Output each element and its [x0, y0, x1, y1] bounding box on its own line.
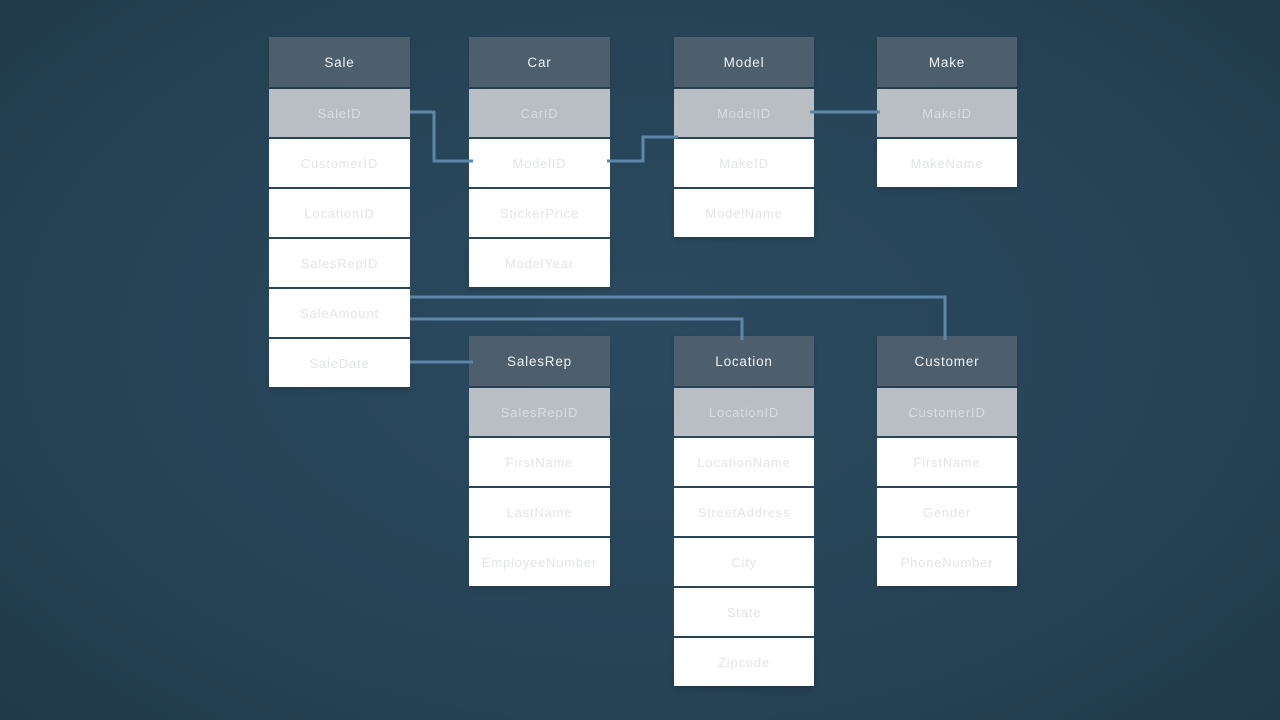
field-row-model-modelname: ModelName — [674, 189, 814, 237]
field-row-salesrep-employeenumber: EmployeeNumber — [469, 538, 610, 586]
field-row-location-locationname: LocationName — [674, 438, 814, 486]
field-row-location-state: State — [674, 588, 814, 636]
field-row-location-streetaddress: StreetAddress — [674, 488, 814, 536]
primary-key-row-car: CarID — [469, 89, 610, 137]
table-header-customer: Customer — [877, 336, 1017, 386]
field-row-sale-customerid: CustomerID — [269, 139, 410, 187]
field-row-salesrep-firstname: FirstName — [469, 438, 610, 486]
primary-key-row-customer: CustomerID — [877, 388, 1017, 436]
field-row-location-city: City — [674, 538, 814, 586]
field-row-location-zipcode: Zipcode — [674, 638, 814, 686]
primary-key-row-sale: SaleID — [269, 89, 410, 137]
table-header-salesrep: SalesRep — [469, 336, 610, 386]
table-header-location: Location — [674, 336, 814, 386]
connector-car-modelid-to-model-modelid — [607, 135, 678, 163]
field-row-sale-saleamount: SaleAmount — [269, 289, 410, 337]
table-header-sale: Sale — [269, 37, 410, 87]
primary-key-row-salesrep: SalesRepID — [469, 388, 610, 436]
primary-key-row-make: MakeID — [877, 89, 1017, 137]
field-row-model-makeid: MakeID — [674, 139, 814, 187]
field-row-sale-salesrepid: SalesRepID — [269, 239, 410, 287]
table-header-make: Make — [877, 37, 1017, 87]
field-row-sale-saledate: SaleDate — [269, 339, 410, 387]
field-row-salesrep-lastname: LastName — [469, 488, 610, 536]
field-row-car-stickerprice: StickerPrice — [469, 189, 610, 237]
primary-key-row-location: LocationID — [674, 388, 814, 436]
table-header-car: Car — [469, 37, 610, 87]
field-row-customer-phonenumber: PhoneNumber — [877, 538, 1017, 586]
field-row-car-modelyear: ModelYear — [469, 239, 610, 287]
table-header-model: Model — [674, 37, 814, 87]
connector-sale-customerid-to-customer — [410, 295, 947, 340]
field-row-sale-locationid: LocationID — [269, 189, 410, 237]
field-row-customer-gender: Gender — [877, 488, 1017, 536]
connector-sale-saleid-to-car-modelid — [410, 110, 473, 163]
field-row-car-modelid: ModelID — [469, 139, 610, 187]
field-row-customer-firstname: FirstName — [877, 438, 1017, 486]
field-row-make-makename: MakeName — [877, 139, 1017, 187]
primary-key-row-model: ModelID — [674, 89, 814, 137]
